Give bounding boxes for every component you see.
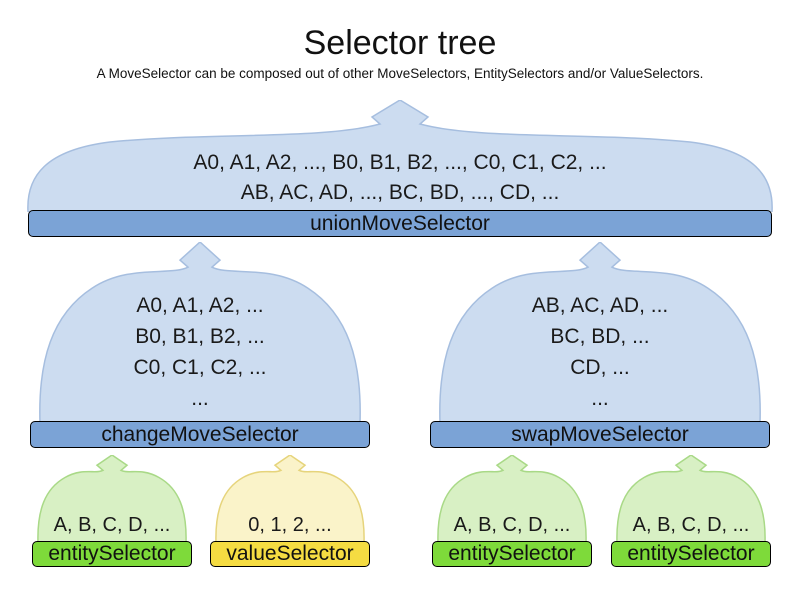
entity-cloud-arrow-shape	[437, 455, 587, 543]
entity-selector-3-cloud	[616, 455, 766, 543]
value-selector-label: valueSelector	[226, 542, 354, 565]
union-move-selector-label: unionMoveSelector	[310, 211, 490, 235]
change-move-selector-label: changeMoveSelector	[101, 422, 299, 446]
change-cloud-line: A0, A1, A2, ...	[136, 294, 264, 317]
swap-cloud-line: ...	[591, 387, 609, 410]
entity-selector-1-cloud	[37, 455, 187, 543]
change-cloud-line: ...	[191, 387, 209, 410]
entity-selector-1-label: entitySelector	[48, 542, 176, 565]
swap-move-selector-cloud	[439, 242, 761, 423]
change-move-selector-bar: changeMoveSelector	[30, 421, 370, 448]
entity-selector-3-bar: entitySelector	[611, 541, 771, 567]
swap-cloud-line: BC, BD, ...	[550, 325, 650, 348]
union-cloud-line: AB, AC, AD, ..., BC, BD, ..., CD, ...	[240, 181, 560, 204]
value-selector-cloud	[215, 455, 365, 543]
value-cloud-arrow-shape	[215, 455, 365, 543]
change-cloud-line: C0, C1, C2, ...	[133, 356, 267, 379]
entity-selector-1-text: A, B, C, D, ...	[32, 510, 192, 540]
entity-cloud-arrow-shape	[37, 455, 187, 543]
entity-selector-3-text: A, B, C, D, ...	[611, 510, 771, 540]
entity-selector-2-label: entitySelector	[448, 542, 576, 565]
swap-cloud-text: AB, AC, AD, ... BC, BD, ... CD, ... ...	[430, 290, 770, 414]
entity-selector-2-line: A, B, C, D, ...	[453, 514, 571, 536]
union-move-selector-cloud	[27, 100, 773, 212]
entity-selector-3-label: entitySelector	[627, 542, 755, 565]
entity-selector-1-line: A, B, C, D, ...	[53, 514, 171, 536]
union-cloud-text: A0, A1, A2, ..., B0, B1, B2, ..., C0, C1…	[100, 148, 700, 208]
swap-cloud-arrow-shape	[439, 242, 761, 423]
change-cloud-arrow-shape	[39, 242, 361, 423]
swap-cloud-line: AB, AC, AD, ...	[531, 294, 669, 317]
page-subtitle: A MoveSelector can be composed out of ot…	[96, 66, 704, 81]
page-title: Selector tree	[303, 24, 497, 62]
value-selector-bar: valueSelector	[210, 541, 370, 567]
entity-selector-3-line: A, B, C, D, ...	[632, 514, 750, 536]
entity-selector-2-text: A, B, C, D, ...	[432, 510, 592, 540]
entity-selector-2-cloud	[437, 455, 587, 543]
union-move-selector-bar: unionMoveSelector	[28, 210, 772, 237]
swap-cloud-line: CD, ...	[570, 356, 630, 379]
value-selector-line: 0, 1, 2, ...	[248, 514, 332, 536]
union-cloud-arrow-shape	[27, 100, 773, 212]
union-cloud-line: A0, A1, A2, ..., B0, B1, B2, ..., C0, C1…	[193, 151, 607, 174]
entity-cloud-arrow-shape	[616, 455, 766, 543]
change-cloud-line: B0, B1, B2, ...	[135, 325, 265, 348]
swap-move-selector-label: swapMoveSelector	[511, 422, 689, 446]
entity-selector-2-bar: entitySelector	[432, 541, 592, 567]
entity-selector-1-bar: entitySelector	[32, 541, 192, 567]
change-cloud-text: A0, A1, A2, ... B0, B1, B2, ... C0, C1, …	[30, 290, 370, 414]
change-move-selector-cloud	[39, 242, 361, 423]
value-selector-text: 0, 1, 2, ...	[210, 510, 370, 540]
swap-move-selector-bar: swapMoveSelector	[430, 421, 770, 448]
